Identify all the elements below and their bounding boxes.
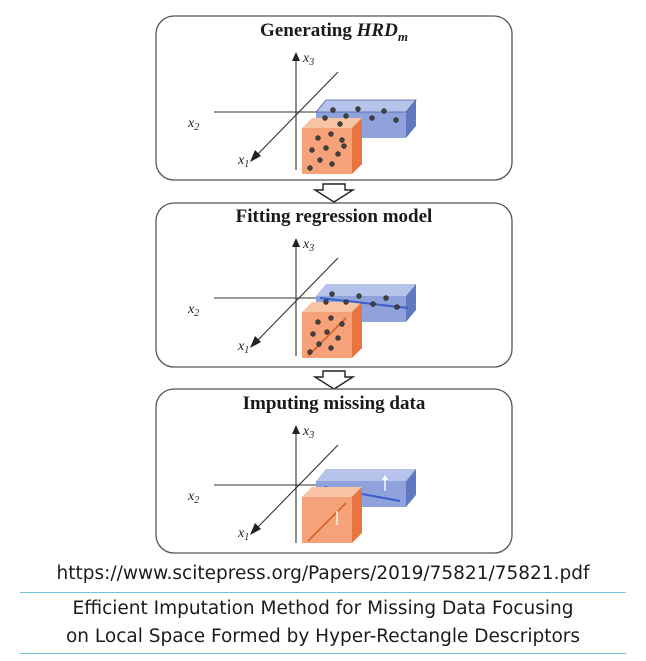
- axes-3d: x3 x2 x1: [187, 424, 416, 544]
- data-points: [307, 291, 400, 355]
- panel-frame: [155, 15, 513, 181]
- axis-label-x2: x2: [187, 489, 199, 506]
- down-arrow-2: [312, 370, 356, 390]
- axis-label-x1: x1: [237, 339, 249, 356]
- axis-label-x2: x2: [187, 302, 199, 319]
- panel-generating-hrd: Generating HRDm: [155, 15, 513, 181]
- blue-hyper-rectangle: [315, 99, 417, 138]
- data-points: [307, 106, 399, 171]
- axis-label-x3: x3: [302, 51, 314, 68]
- axis-label-x1: x1: [237, 526, 249, 543]
- axis-label-x3: x3: [302, 424, 314, 441]
- paper-title-line-2: on Local Space Formed by Hyper-Rectangle…: [65, 626, 581, 647]
- paper-title-line-1: Efficient Imputation Method for Missing …: [72, 598, 574, 619]
- caption-divider-bottom: [20, 653, 626, 654]
- panel-title: Imputing missing data: [243, 393, 426, 414]
- orange-hyper-rectangle: [302, 118, 362, 174]
- source-url[interactable]: https://www.scitepress.org/Papers/2019/7…: [56, 563, 590, 584]
- caption-divider: [20, 592, 626, 593]
- panel-fitting-regression: Fitting regression model: [155, 202, 513, 368]
- orange-hyper-rectangle: [302, 487, 362, 543]
- axis-label-x1: x1: [237, 153, 249, 170]
- axes-3d: x3 x2 x1: [187, 51, 417, 174]
- panel-title: Fitting regression model: [236, 206, 433, 227]
- panel-title: Generating HRDm: [260, 20, 408, 44]
- axis-label-x2: x2: [187, 116, 199, 133]
- down-arrow-1: [312, 183, 356, 203]
- axis-label-x3: x3: [302, 237, 314, 254]
- panel-imputing-missing: Imputing missing data x3 x2 x1: [155, 388, 513, 554]
- axes-3d: x3 x2 x1: [187, 237, 416, 358]
